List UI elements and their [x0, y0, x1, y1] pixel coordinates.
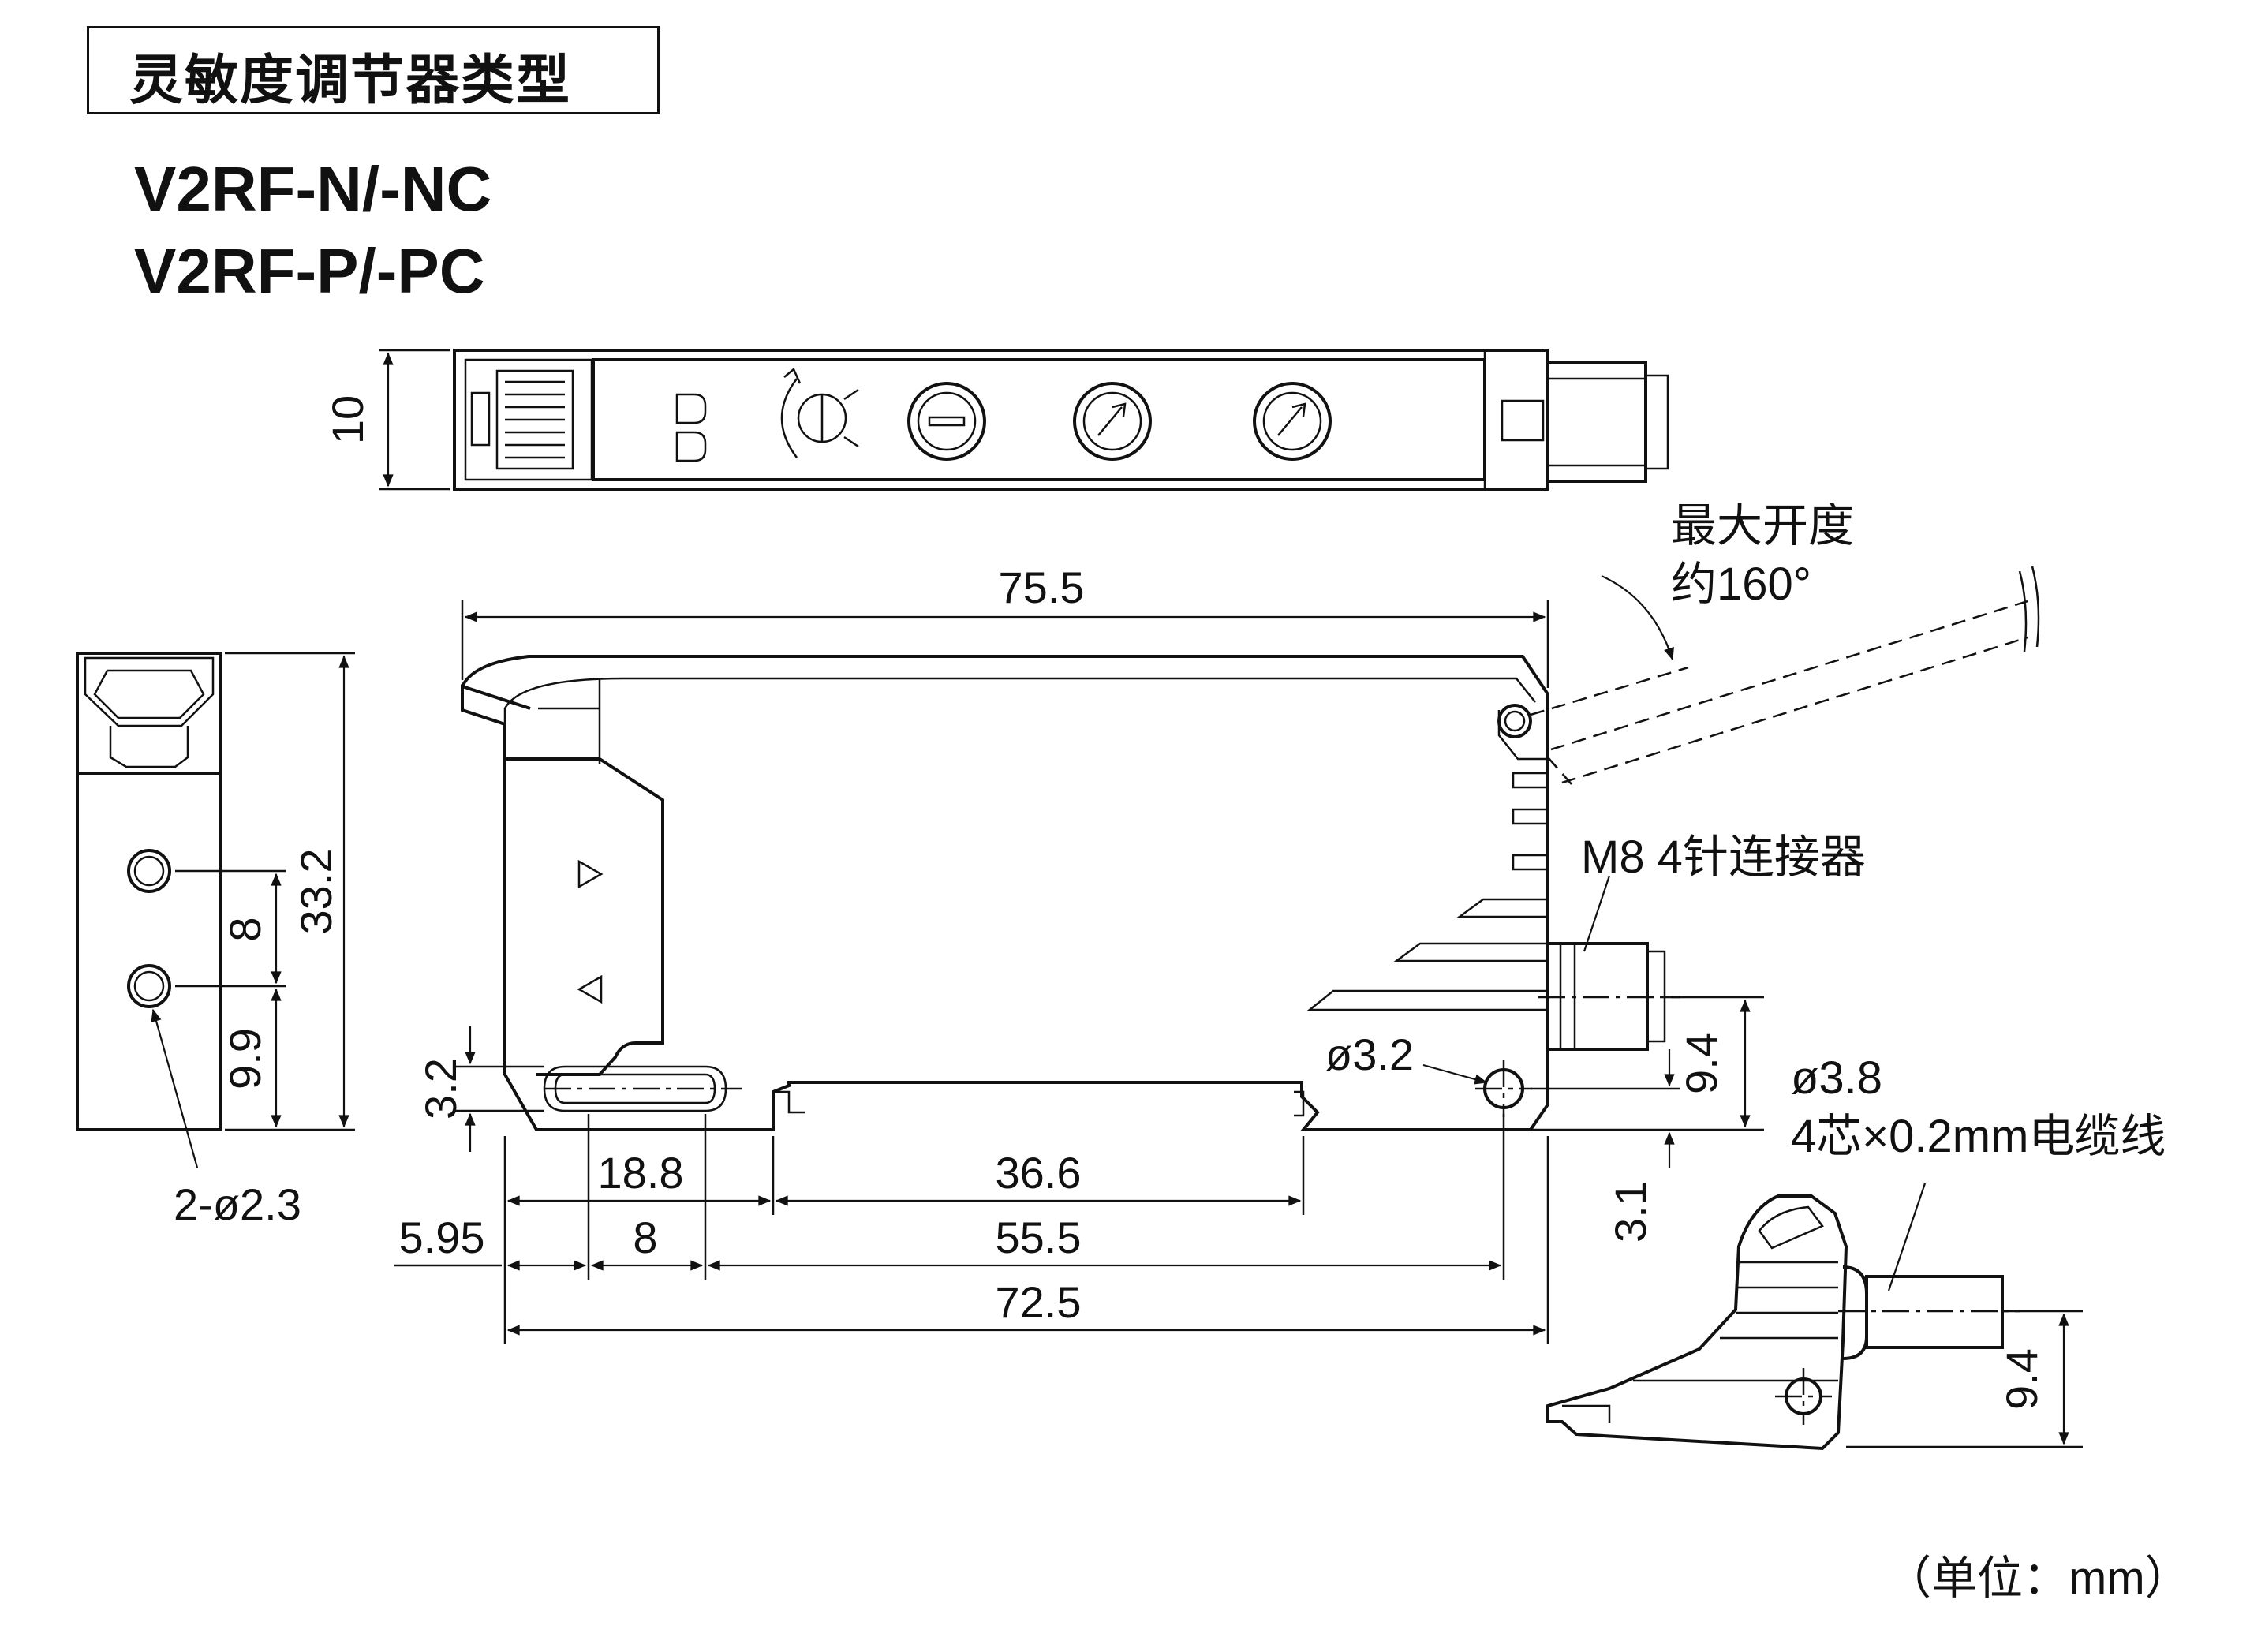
model-name-n: V2RF-N/-NC — [134, 154, 492, 224]
top-panel-window — [592, 358, 1486, 481]
front-view: 75.5 18.8 36.6 5.95 8 55.5 72.5 3.2 ø3. — [394, 563, 2040, 1344]
triangle-down-icon — [577, 974, 603, 1004]
dim-hole-pitch: 55.5 — [996, 1213, 1082, 1262]
indicator-leds — [675, 393, 707, 462]
mode-switch-icon — [780, 367, 859, 458]
dim-overall-length: 75.5 — [999, 563, 1085, 612]
top-latch — [464, 358, 593, 481]
section-title: 灵敏度调节器类型 — [129, 50, 572, 110]
dim-rail-length: 36.6 — [996, 1148, 1082, 1198]
lid-open-ghost — [1530, 566, 2040, 785]
note-connector: M8 4针连接器 — [1581, 832, 1866, 883]
side-body-outline — [76, 652, 222, 1131]
top-body-outline — [453, 349, 1549, 491]
sensitivity-dial-icon — [907, 382, 986, 461]
top-connector — [1501, 361, 1669, 483]
front-latch — [505, 757, 664, 1076]
note-open-angle-title: 最大开度 — [1671, 500, 1854, 551]
mount-slot — [543, 1065, 742, 1112]
cable — [1865, 1275, 2004, 1349]
note-cable-diameter: ø3.8 — [1791, 1052, 1882, 1104]
timer-dial-icon — [1073, 382, 1152, 461]
dim-cable-height: 9.4 — [1997, 1348, 2046, 1410]
hinge-pin — [1497, 704, 1532, 738]
dim-hole-offset: 3.1 — [1605, 1181, 1655, 1243]
side-hole-upper — [127, 849, 171, 893]
label-side-holes: 2-ø2.3 — [174, 1179, 301, 1229]
front-connector — [1538, 942, 1680, 1051]
dim-slot-pitch: 8 — [633, 1213, 657, 1262]
label-mount-hole: ø3.2 — [1325, 1030, 1414, 1079]
dim-side-offset: 9.9 — [220, 1028, 270, 1089]
right-fins — [1306, 772, 1548, 1011]
dim-side-height: 33.2 — [291, 849, 341, 935]
dim-base-length: 72.5 — [996, 1277, 1082, 1327]
dim-connector-height: 9.4 — [1676, 1033, 1726, 1094]
model-name-p: V2RF-P/-PC — [134, 236, 485, 306]
cable-body-outline — [1546, 1194, 1848, 1451]
note-unit: （单位：mm） — [1886, 1553, 2191, 1604]
dim-slot-height: 3.2 — [416, 1058, 465, 1119]
side-view: 33.2 8 9.9 2-ø2.3 — [76, 652, 355, 1229]
side-hole-lower — [127, 964, 171, 1008]
front-body-outline — [461, 655, 1549, 1131]
note-open-angle-value: 约160° — [1671, 559, 1811, 610]
dim-top-height: 10 — [323, 395, 372, 444]
triangle-up-icon — [577, 859, 604, 889]
adjust-dial-icon — [1253, 382, 1332, 461]
dim-edge-offset: 5.95 — [399, 1213, 485, 1262]
title-frame — [87, 26, 660, 114]
top-view: 10 — [323, 349, 1669, 491]
dim-side-pitch: 8 — [220, 917, 270, 941]
cable-view: 9.4 — [1546, 1183, 2083, 1451]
dim-slot-length: 18.8 — [598, 1148, 684, 1198]
note-cable-desc: 4芯×0.2mm电缆线 — [1791, 1111, 2166, 1162]
